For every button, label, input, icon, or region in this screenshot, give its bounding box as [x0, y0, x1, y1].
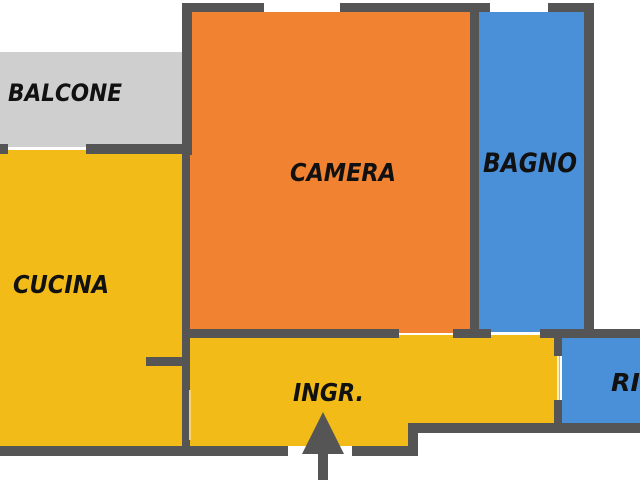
label-bagno: BAGNO: [483, 148, 577, 179]
room-cucina: [0, 150, 186, 448]
entrance-arrow-icon: [302, 412, 344, 480]
room-ripostiglio: [562, 338, 640, 424]
label-ripostiglio: RI: [611, 368, 640, 397]
label-ingresso: INGR.: [293, 378, 364, 407]
room-bagno: [476, 10, 586, 332]
walls: [0, 3, 640, 456]
room-ingresso: [186, 335, 560, 446]
label-camera: CAMERA: [290, 158, 396, 187]
window-camera-right: [490, 3, 548, 12]
room-balcone: [0, 52, 186, 147]
room-camera: [190, 10, 472, 333]
label-balcone: BALCONE: [8, 79, 123, 107]
window-camera-left: [264, 3, 340, 12]
windows: [264, 3, 548, 12]
label-cucina: CUCINA: [13, 270, 109, 299]
